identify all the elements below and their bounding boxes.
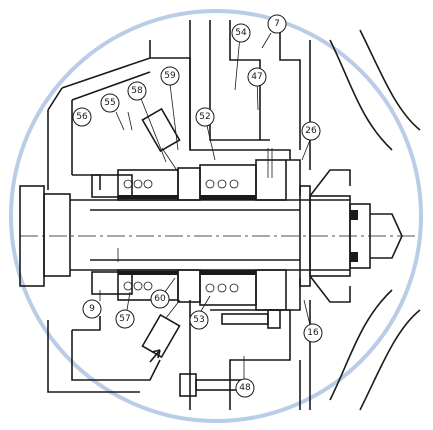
lower-seal-assembly — [91, 269, 287, 311]
callout-label: 59 — [164, 71, 176, 81]
callout-55: 55 — [100, 93, 120, 113]
callout-label: 47 — [251, 72, 262, 82]
upper-seal-assembly — [91, 159, 287, 201]
callout-54: 54 — [231, 23, 251, 43]
callout-26: 26 — [301, 121, 321, 141]
callout-label: 58 — [131, 86, 143, 96]
callout-60: 60 — [150, 289, 170, 309]
callout-52: 52 — [195, 107, 215, 127]
callout-label: 48 — [239, 383, 251, 393]
detail-lens-circle — [9, 9, 423, 423]
callout-56: 56 — [72, 107, 92, 127]
callout-label: 52 — [199, 112, 210, 122]
callout-label: 54 — [235, 28, 247, 38]
housing-center — [189, 20, 301, 410]
callout-59: 59 — [160, 66, 180, 86]
callout-9: 9 — [82, 299, 102, 319]
callout-16: 16 — [303, 323, 323, 343]
callout-label: 56 — [76, 112, 88, 122]
impeller-hub — [299, 169, 403, 303]
main-shaft — [20, 199, 415, 271]
impeller-vanes — [309, 29, 421, 411]
callout-label: 26 — [305, 126, 317, 136]
callout-label: 9 — [89, 304, 95, 314]
callout-label: 53 — [193, 315, 204, 325]
callout-53: 53 — [189, 310, 209, 330]
callout-label: 55 — [104, 98, 115, 108]
callout-48: 48 — [235, 378, 255, 398]
callout-label: 16 — [307, 328, 319, 338]
callout-label: 57 — [119, 314, 130, 324]
callout-label: 7 — [274, 19, 280, 29]
upper-fitting — [141, 107, 181, 173]
bolts — [179, 309, 281, 397]
callout-47: 47 — [247, 67, 267, 87]
callout-7: 7 — [267, 14, 287, 34]
callout-label: 60 — [154, 294, 166, 304]
lower-fitting — [141, 299, 181, 363]
callout-57: 57 — [115, 309, 135, 329]
callout-58: 58 — [127, 81, 147, 101]
